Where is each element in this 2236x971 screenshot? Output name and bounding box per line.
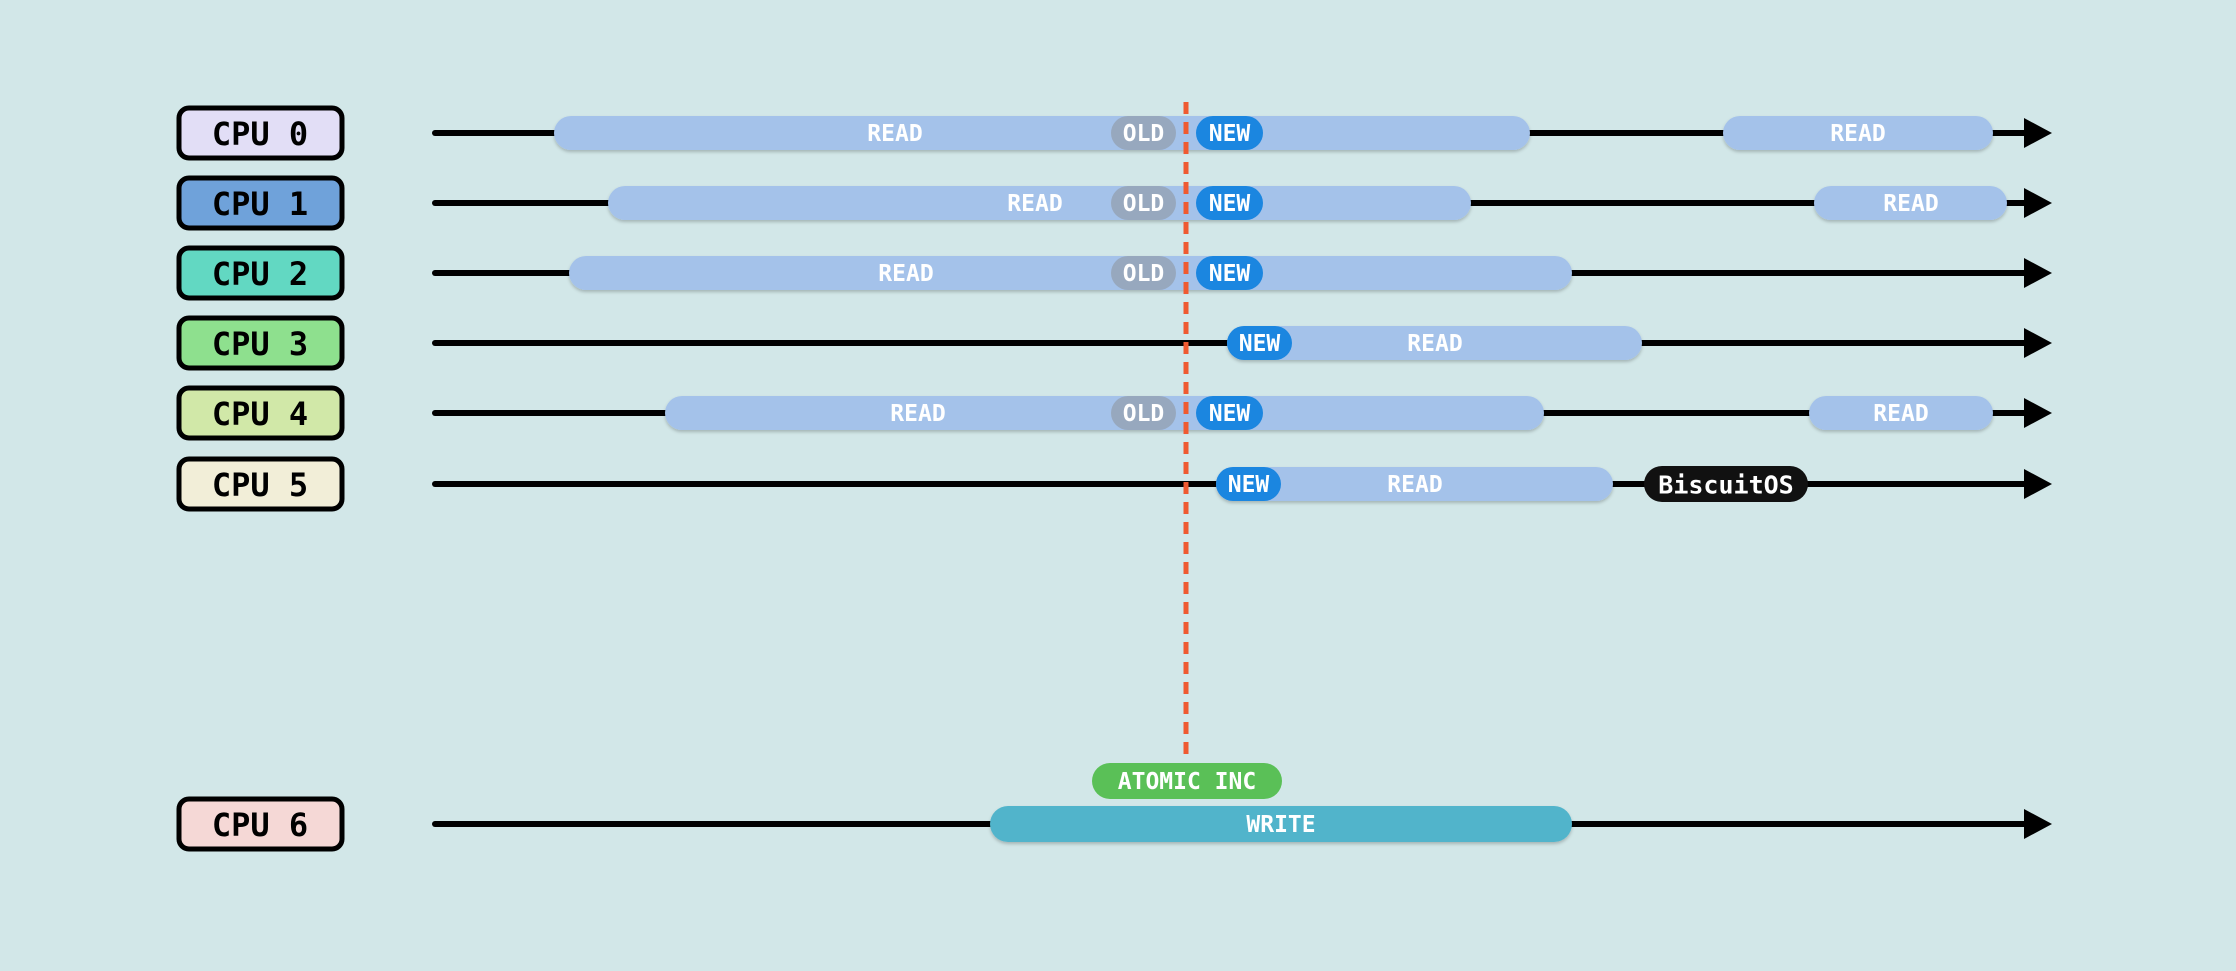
timeline-arrow-icon <box>2024 118 2052 148</box>
read-bar <box>554 116 1530 150</box>
atomic-inc-badge <box>1092 763 1282 799</box>
brand-label: BiscuitOS <box>1658 471 1793 500</box>
cpu-label-box-2 <box>176 245 345 301</box>
old-badge <box>1111 186 1176 220</box>
timeline-arrow-icon <box>2024 258 2052 288</box>
old-label: OLD <box>1123 121 1165 147</box>
new-label: NEW <box>1209 191 1251 217</box>
timeline-arrow-icon <box>2024 809 2052 839</box>
cpu-label-0: CPU 0 <box>212 115 308 153</box>
cpu-label-5: CPU 5 <box>212 466 308 504</box>
timeline-arrow-icon <box>2024 188 2052 218</box>
read-label: READ <box>1407 331 1462 357</box>
read-label: READ <box>878 261 933 287</box>
read-label: READ <box>1007 191 1062 217</box>
timeline-arrow-icon <box>2024 398 2052 428</box>
cpu-label-1: CPU 1 <box>212 185 308 223</box>
cpu-label-box-6 <box>176 796 345 852</box>
old-label: OLD <box>1123 401 1165 427</box>
read-label: READ <box>1830 121 1885 147</box>
cpu-label-box-3 <box>176 315 345 371</box>
write-label: WRITE <box>1246 812 1315 838</box>
new-badge <box>1196 186 1263 220</box>
cpu-label-4: CPU 4 <box>212 395 308 433</box>
new-label: NEW <box>1209 261 1251 287</box>
timeline-arrow-icon <box>2024 328 2052 358</box>
cpu-label-box-4 <box>176 385 345 441</box>
new-badge <box>1216 467 1281 501</box>
new-label: NEW <box>1209 401 1251 427</box>
timeline-arrow-icon <box>2024 469 2052 499</box>
read-bar <box>665 396 1544 430</box>
old-label: OLD <box>1123 191 1165 217</box>
read-bar <box>1809 396 1993 430</box>
brand-badge <box>1644 466 1808 502</box>
read-bar <box>1814 186 2007 220</box>
new-label: NEW <box>1209 121 1251 147</box>
cpu-label-box-5 <box>176 456 345 512</box>
cpu-label-6: CPU 6 <box>212 806 308 844</box>
read-bar <box>1227 326 1642 360</box>
read-bar <box>1216 467 1613 501</box>
read-label: READ <box>1387 472 1442 498</box>
new-label: NEW <box>1239 331 1281 357</box>
read-bar <box>1723 116 1993 150</box>
read-label: READ <box>1873 401 1928 427</box>
new-label: NEW <box>1228 472 1270 498</box>
new-badge <box>1196 256 1263 290</box>
cpu-label-box-0 <box>176 105 345 161</box>
old-badge <box>1111 116 1176 150</box>
cpu-label-box-1 <box>176 175 345 231</box>
old-badge <box>1111 396 1176 430</box>
write-bar <box>990 806 1572 842</box>
new-badge <box>1196 116 1263 150</box>
cpu-label-2: CPU 2 <box>212 255 308 293</box>
new-badge <box>1227 326 1292 360</box>
read-label: READ <box>867 121 922 147</box>
new-badge <box>1196 396 1263 430</box>
old-badge <box>1111 256 1176 290</box>
read-bar <box>569 256 1572 290</box>
read-label: READ <box>1883 191 1938 217</box>
atomic-inc-label: ATOMIC INC <box>1118 769 1256 795</box>
read-label: READ <box>890 401 945 427</box>
cpu-label-3: CPU 3 <box>212 325 308 363</box>
old-label: OLD <box>1123 261 1165 287</box>
